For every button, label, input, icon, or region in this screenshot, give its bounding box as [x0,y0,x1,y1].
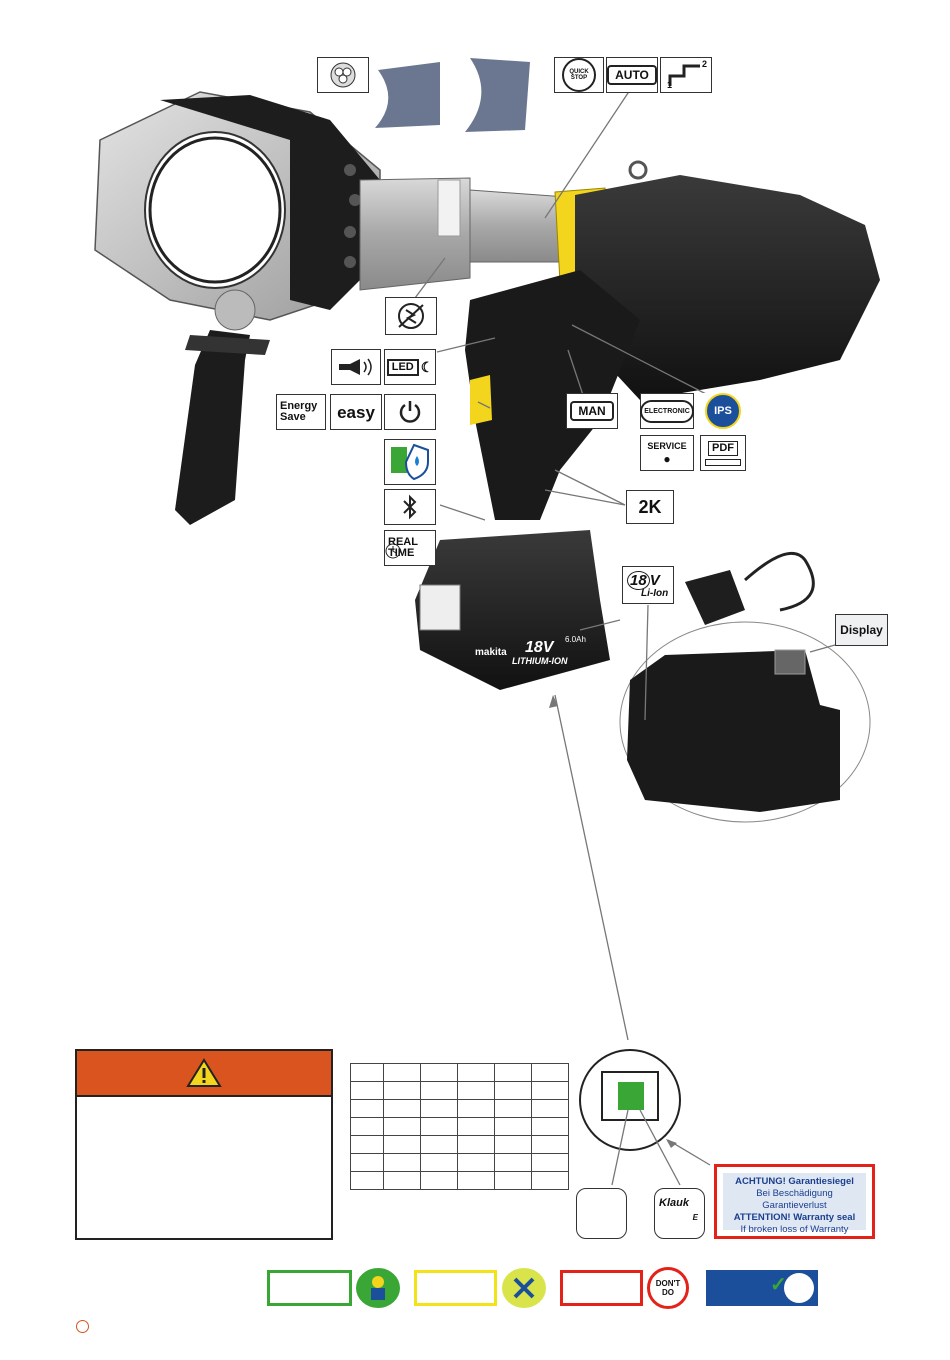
two-stage-icon: 2 1 [660,57,712,93]
cutting-head [94,91,381,321]
auto-return-icon: AUTO [606,57,658,93]
volt-18-label: 18 [627,570,650,590]
legend-red-box [560,1270,643,1306]
energy-save-icon: Energy Save [276,394,326,430]
empty-label-box [576,1188,627,1239]
klauke-suffix: E [692,1213,698,1222]
seal-warranty: Warranty seal [793,1212,856,1223]
legend-yellow-box [414,1270,497,1306]
seal-line2: Bei Beschädigung Garantieverlust [756,1188,833,1211]
volt-unit-label: V [649,571,660,589]
time-label: TIME [388,547,415,559]
horn-icon [331,349,381,385]
dont-do-label: DON'T DO [655,1279,681,1297]
easy-icon: easy [330,394,382,430]
led-light-icon: LED ☾ [384,349,436,385]
power-icon [384,394,436,430]
legend-blue-box: ✓ [706,1270,818,1306]
bluetooth-icon [384,489,436,525]
legend-green-box [267,1270,352,1306]
energy-label: Energy [280,400,318,412]
charger [685,570,745,625]
copyright-icon [76,1320,89,1333]
seal-line4: If broken loss of Warranty [740,1224,849,1235]
display-icon: Display [835,614,888,646]
pdf-label: PDF [708,440,738,456]
klauke-brand: Klauk [659,1197,689,1209]
pdf-icon: PDF [700,435,746,471]
warranty-seal: ACHTUNG! Garantiesiegel Bei Beschädigung… [714,1164,875,1239]
warning-box [75,1049,333,1240]
easy-label: easy [337,402,375,422]
zoom-battery [627,650,840,812]
blade-insert-left [375,62,440,128]
warning-triangle-icon [186,1058,222,1087]
li-ion-label: Li-Ion [641,587,669,599]
ips-icon: IPS [700,393,746,429]
stage-2-label: 2 [701,59,707,69]
service-icon: SERVICE ● [640,435,694,471]
auto-label: AUTO [607,65,657,85]
man-label: MAN [570,401,614,421]
led-label: LED [386,358,419,376]
real-label: REAL [388,536,418,548]
seal-attention: ATTENTION! [733,1212,791,1223]
display-label: Display [840,623,883,637]
tool-body [465,160,880,520]
spec-grid [350,1063,569,1190]
seal-achtung: ACHTUNG! [735,1176,786,1187]
battery-type: LITHIUM-ION [512,656,568,666]
electronic-label: ELECTRONIC [640,399,694,423]
cable-cross-section-icon [317,57,369,93]
tools-icon [502,1268,546,1308]
side-handle [175,289,270,525]
real-time-clock-icon: REAL TIME [384,530,436,566]
electronic-icon: ELECTRONIC [640,393,694,429]
quick-stop-icon: QUICK STOP [554,57,604,93]
worker-icon [356,1268,400,1308]
seal-garantiesiegel: Garantiesiegel [788,1176,854,1187]
service-label: SERVICE [647,440,687,451]
dont-do-icon: DON'T DO [647,1267,689,1309]
save-label: Save [280,411,306,423]
manual-read-icon [784,1273,814,1303]
battery-capacity: 6.0Ah [565,635,586,644]
warning-header [77,1051,331,1097]
blade-insert-right [465,58,530,132]
battery-brand: makita [475,647,507,658]
no-spark-icon [385,297,437,335]
check-icon: ✓ [770,1274,787,1296]
battery-voltage: 18V [525,639,555,656]
stage-1-label: 1 [667,80,673,90]
leader-lines [414,89,836,1186]
water-protection-icon [384,439,436,485]
two-k-label: 2K [638,497,662,517]
quick-stop-label: QUICK STOP [562,58,596,92]
ips-label: IPS [705,393,741,429]
two-k-handle-icon: 2K [626,490,674,524]
klauke-label-box: Klauk E [654,1188,705,1239]
manual-return-icon: MAN [566,393,618,429]
battery-pack: makita 18V 6.0Ah LITHIUM-ION [415,530,610,690]
